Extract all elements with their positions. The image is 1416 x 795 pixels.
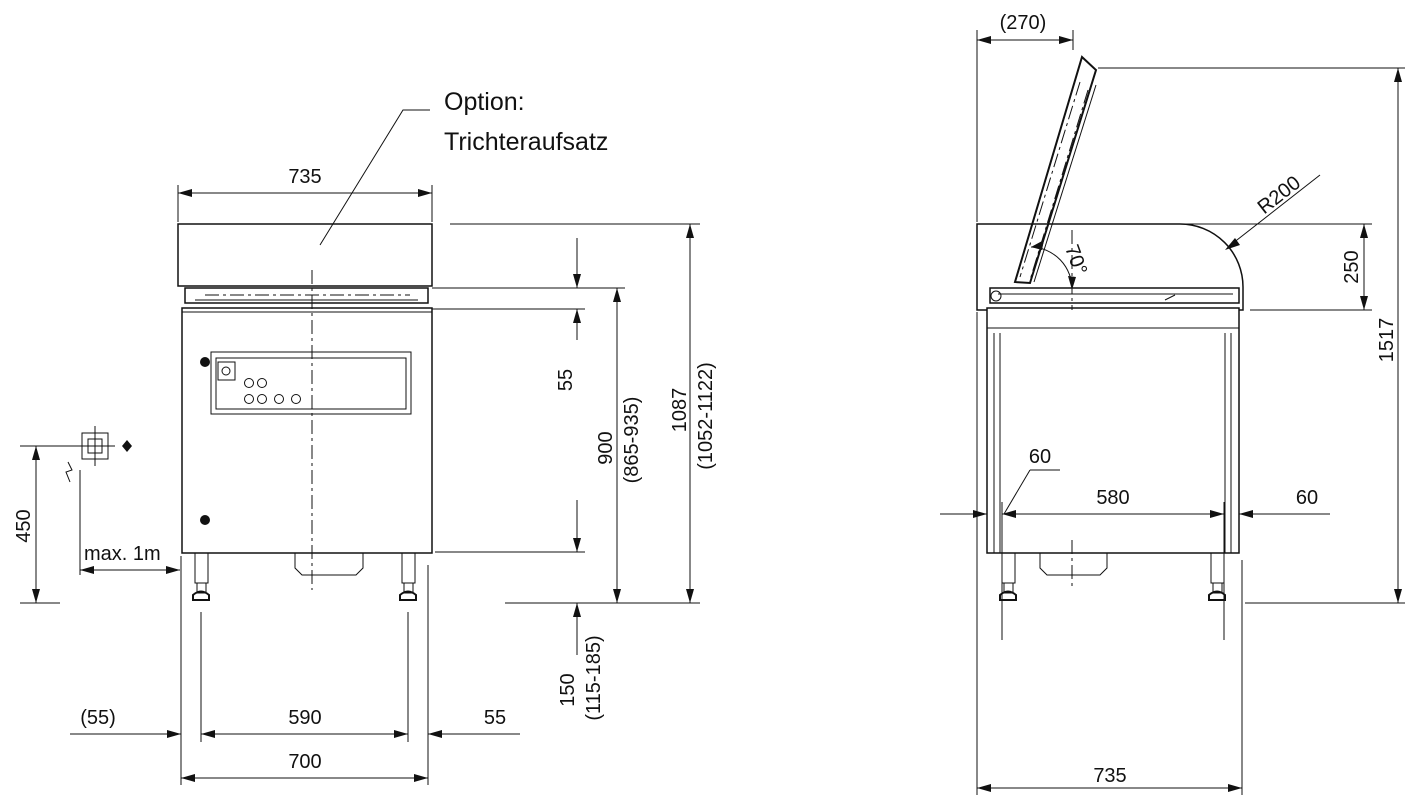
dim-1517: 1517	[1376, 318, 1398, 363]
indicator-dot-top	[200, 357, 210, 367]
side-view: 70° R200 (270) 250 1517 60	[940, 12, 1405, 795]
dim-900-range: (865-935)	[621, 397, 643, 484]
dim-1087: 1087	[669, 388, 691, 433]
control-panel	[210, 351, 412, 415]
drip-tray	[294, 553, 364, 576]
dim-150: 150	[557, 673, 579, 706]
dim-590: 590	[288, 707, 321, 729]
dim-1087-range: (1052-1122)	[695, 362, 717, 469]
control-buttons	[244, 378, 301, 404]
dim-60-left: 60	[1029, 446, 1051, 468]
dim-580: 580	[1096, 487, 1129, 509]
dim-max-1m: max. 1m	[84, 543, 161, 565]
power-outlet-icon	[65, 426, 132, 483]
hopper-attachment	[177, 223, 433, 287]
dim-left-55: (55)	[80, 707, 116, 729]
main-switch	[217, 361, 236, 381]
indicator-dot-bottom	[200, 515, 210, 525]
option-label: Option:	[444, 88, 525, 116]
machine-housing	[181, 307, 433, 554]
dim-55-vertical: 55	[555, 369, 577, 391]
foot-left	[192, 552, 210, 601]
dim-150-range: (115-185)	[583, 635, 605, 720]
side-foot-right	[1208, 552, 1226, 601]
option-name: Trichteraufsatz	[444, 128, 608, 156]
dim-450: 450	[13, 509, 35, 542]
dim-250: 250	[1341, 250, 1363, 283]
front-view: Option: Trichteraufsatz 735 55 900 (865-…	[13, 88, 717, 785]
side-housing	[986, 307, 1240, 554]
dim-700: 700	[288, 751, 321, 773]
dim-60-right: 60	[1296, 487, 1318, 509]
dim-270: (270)	[1000, 12, 1047, 34]
foot-right	[399, 552, 417, 601]
dim-735-bottom: 735	[1093, 765, 1126, 787]
dim-right-55: 55	[484, 707, 506, 729]
dim-top-width: 735	[288, 166, 321, 188]
dim-R200: R200	[1254, 172, 1305, 219]
dim-900: 900	[595, 431, 617, 464]
